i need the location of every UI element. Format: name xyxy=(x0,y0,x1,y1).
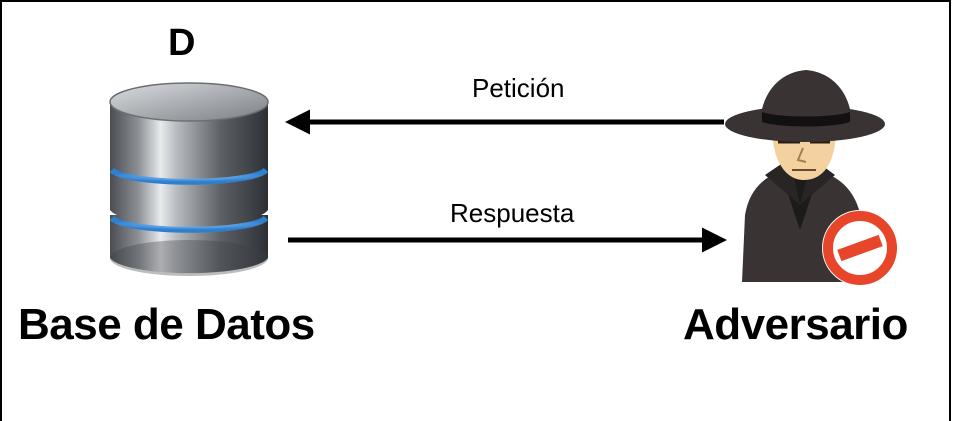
request-label: Petición xyxy=(472,73,565,103)
spy-icon xyxy=(725,70,885,282)
forbidden-icon xyxy=(822,210,898,286)
database-title: Base de Datos xyxy=(18,300,315,349)
database-icon xyxy=(109,82,269,276)
response-label: Respuesta xyxy=(450,198,575,228)
database-letter: D xyxy=(168,22,196,64)
adversary-title: Adversario xyxy=(683,300,908,349)
